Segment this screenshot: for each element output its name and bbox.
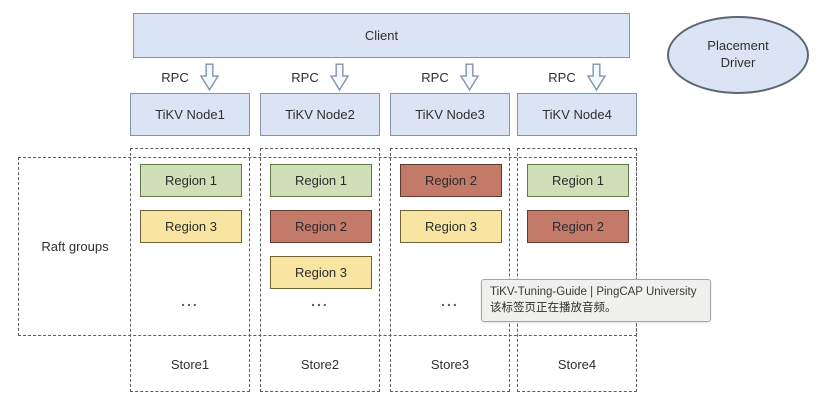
node4-column: Region 1 Region 2 Store4: [517, 148, 637, 392]
region-box: Region 2: [527, 210, 629, 243]
audio-tooltip: TiKV-Tuning-Guide | PingCAP University 该…: [481, 279, 711, 323]
tikv-node1-label: TiKV Node1: [155, 107, 225, 122]
store4-label: Store4: [557, 357, 597, 372]
region-box: Region 3: [400, 210, 502, 243]
rpc-down-arrow-icon: [329, 62, 349, 91]
region-label: Region 1: [551, 173, 605, 188]
client-label: Client: [364, 28, 399, 43]
tikv-node3-label: TiKV Node3: [415, 107, 485, 122]
region-label: Region 2: [551, 219, 605, 234]
tikv-node2-box: TiKV Node2: [260, 93, 380, 136]
rpc-group-3: RPC: [390, 61, 510, 93]
tikv-node1-box: TiKV Node1: [130, 93, 250, 136]
region-label: Region 1: [164, 173, 218, 188]
region-box: Region 2: [400, 164, 502, 197]
store2-label: Store2: [300, 357, 340, 372]
region-label: Region 2: [424, 173, 478, 188]
rpc-group-4: RPC: [517, 61, 637, 93]
region-label: Region 2: [294, 219, 348, 234]
tikv-node4-label: TiKV Node4: [542, 107, 612, 122]
store1-label: Store1: [170, 357, 210, 372]
rpc-label: RPC: [548, 69, 576, 85]
ellipsis-text: ...: [311, 293, 329, 309]
ellipsis-text: ...: [441, 293, 459, 309]
region-label: Region 3: [164, 219, 218, 234]
region-box: Region 2: [270, 210, 372, 243]
placement-driver-ellipse: Placement Driver: [667, 16, 809, 94]
region-box: Region 1: [270, 164, 372, 197]
rpc-label: RPC: [161, 69, 189, 85]
tikv-node2-label: TiKV Node2: [285, 107, 355, 122]
rpc-group-2: RPC: [260, 61, 380, 93]
rpc-label: RPC: [291, 69, 319, 85]
rpc-group-1: RPC: [130, 61, 250, 93]
placement-driver-label: Placement Driver: [707, 38, 769, 70]
region-box: Region 1: [140, 164, 242, 197]
node2-column: Region 1 Region 2 Region 3 ... Store2: [260, 148, 380, 392]
ellipsis-text: ...: [181, 293, 199, 309]
rpc-down-arrow-icon: [199, 62, 219, 91]
tikv-node4-box: TiKV Node4: [517, 93, 637, 136]
rpc-down-arrow-icon: [586, 62, 606, 91]
client-box: Client: [133, 13, 630, 58]
tikv-node3-box: TiKV Node3: [390, 93, 510, 136]
tooltip-title: TiKV-Tuning-Guide | PingCAP University: [490, 286, 697, 298]
raft-groups-label: Raft groups: [41, 239, 109, 254]
region-label: Region 3: [294, 265, 348, 280]
region-box: Region 1: [527, 164, 629, 197]
region-label: Region 3: [424, 219, 478, 234]
store3-label: Store3: [430, 357, 470, 372]
tooltip-subtitle: 该标签页正在播放音频。: [490, 302, 617, 315]
region-box: Region 3: [140, 210, 242, 243]
node1-column: Region 1 Region 3 ... Store1: [130, 148, 250, 392]
node3-column: Region 2 Region 3 ... Store3: [390, 148, 510, 392]
region-label: Region 1: [294, 173, 348, 188]
region-box: Region 3: [270, 256, 372, 289]
rpc-down-arrow-icon: [459, 62, 479, 91]
rpc-label: RPC: [421, 69, 449, 85]
